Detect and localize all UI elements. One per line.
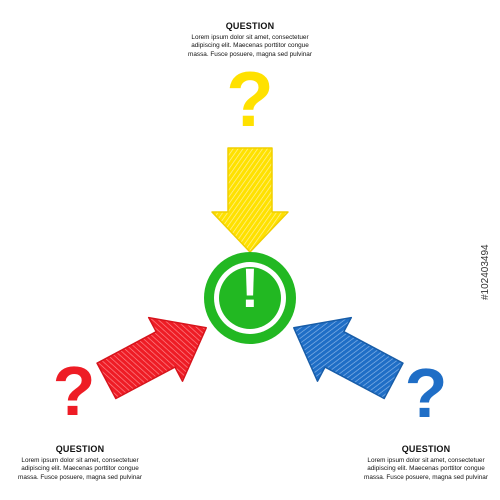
body-line: massa. Fusce posuere, magna sed pulvinar bbox=[188, 50, 312, 58]
exclamation-mark: ! bbox=[240, 256, 260, 319]
question-mark-yellow: ? bbox=[226, 55, 274, 143]
block-title: QUESTION bbox=[401, 444, 451, 454]
block-body: Lorem ipsum dolor sit amet, consectetuer… bbox=[0, 457, 160, 482]
body-line: Lorem ipsum dolor sit amet, consectetuer bbox=[21, 457, 139, 464]
arrow-up-left-icon bbox=[293, 316, 404, 400]
body-line: adipiscing elit. Maecenas porttitor cong… bbox=[21, 465, 139, 473]
question-mark-blue: ? bbox=[404, 354, 448, 432]
block-title: QUESTION bbox=[225, 21, 275, 31]
arrow-down-icon bbox=[211, 147, 289, 253]
body-line: Lorem ipsum dolor sit amet, consectetuer bbox=[367, 457, 485, 464]
question-mark-red: ? bbox=[52, 352, 96, 430]
question-block-left: QUESTION Lorem ipsum dolor sit amet, con… bbox=[0, 444, 160, 482]
body-line: massa. Fusce posuere, magna sed pulvinar bbox=[18, 473, 142, 481]
exclamation-circle-icon bbox=[204, 252, 296, 344]
question-block-right: QUESTION Lorem ipsum dolor sit amet, con… bbox=[346, 444, 500, 482]
arrow-up-right-icon bbox=[96, 316, 207, 400]
watermark-id: #102403494 bbox=[480, 244, 491, 300]
question-block-top: QUESTION Lorem ipsum dolor sit amet, con… bbox=[170, 21, 330, 59]
body-line: adipiscing elit. Maecenas porttitor cong… bbox=[191, 42, 309, 50]
block-body: Lorem ipsum dolor sit amet, consectetuer… bbox=[346, 457, 500, 482]
block-title: QUESTION bbox=[55, 444, 105, 454]
body-line: Lorem ipsum dolor sit amet, consectetuer bbox=[191, 34, 309, 41]
block-body: Lorem ipsum dolor sit amet, consectetuer… bbox=[170, 34, 330, 59]
body-line: adipiscing elit. Maecenas porttitor cong… bbox=[367, 465, 485, 473]
body-line: massa. Fusce posuere, magna sed pulvinar bbox=[364, 473, 488, 481]
